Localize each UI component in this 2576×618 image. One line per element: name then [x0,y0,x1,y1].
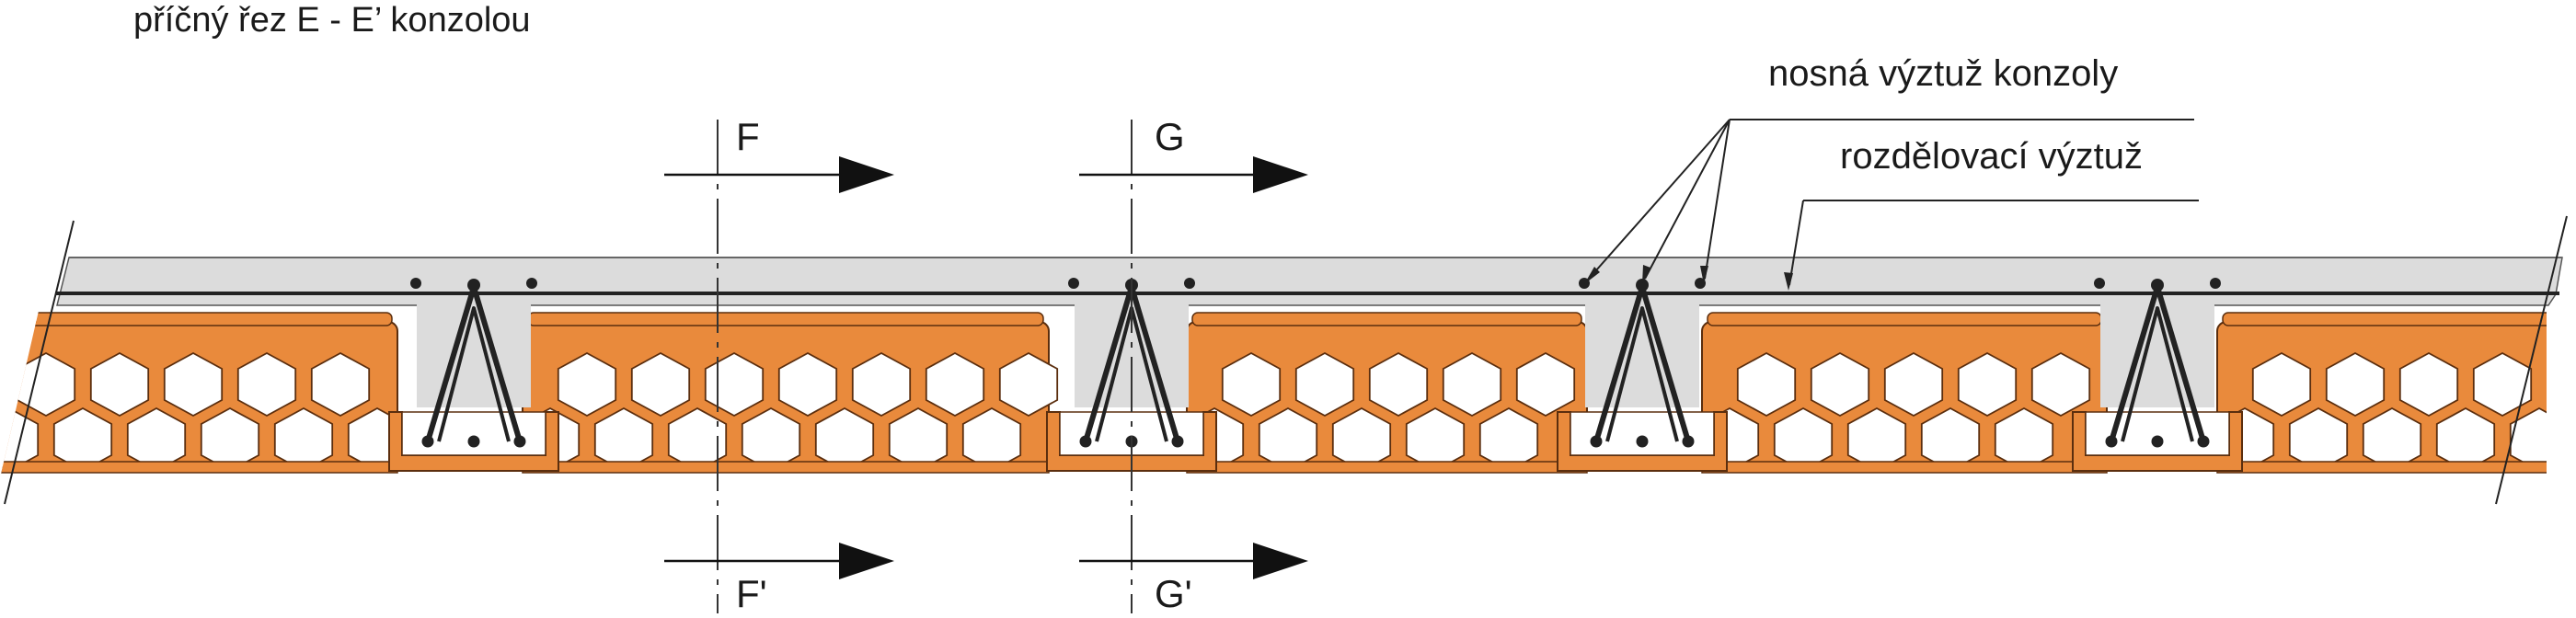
block-top-flange [1707,312,2102,326]
top-bar-side [2210,278,2221,289]
block-top-flange [0,312,393,326]
bottom-bar [1636,435,1649,448]
bottom-bar [2151,435,2164,448]
top-bar-side [1068,278,1079,289]
lattice-girder-inner [1605,306,1679,442]
rib-trough-fill [401,411,546,456]
block-base-strip [1186,461,1588,474]
annotation-main-reinforcement: nosná výztuž konzoly [1584,53,2194,284]
block-base-strip [522,461,1050,474]
top-bar-side [1695,278,1706,289]
section-label-f-bottom: F' [736,572,767,613]
leader-main-3 [1704,119,1731,280]
block-void [704,351,765,418]
block-void [163,351,224,418]
leader-arrowhead-1 [1584,267,1600,284]
concrete-ribs [388,278,2243,472]
rib-concrete-core [1585,299,1699,407]
block-base-strip [1701,461,2108,474]
top-bar-side [526,278,537,289]
break-line-right [2495,215,2568,505]
block-void [1736,351,1797,418]
leader-main-1 [1588,119,1731,280]
section-arrowhead-g-bottom [1253,543,1308,579]
block-void [777,351,838,418]
concrete-slab [56,257,2563,306]
leader-distribution [1788,200,1804,286]
section-marker-g: G G' [1079,115,1308,615]
block-void [1957,351,2018,418]
top-bar-side [1184,278,1195,289]
top-bar-side [410,278,421,289]
top-bar-main [1636,279,1649,292]
ceramic-blocks [0,312,2547,474]
rib-trough-fill [2085,411,2230,456]
break-line-left [4,220,75,505]
section-arrowhead-f-top [839,156,894,193]
annotation-distribution-reinforcement: rozdělovací výztuž [1784,136,2199,291]
block-top-flange [1191,312,1582,326]
section-arrowhead-f-bottom [839,543,894,579]
block-top-flange [2222,312,2547,326]
bottom-bar [421,435,434,448]
block-void [1294,351,1355,418]
block-void [851,351,912,418]
block-void [2251,351,2312,418]
block-void [998,351,1059,418]
block-void [925,351,985,418]
lattice-girder-inner [2121,306,2194,442]
bottom-bar [1590,435,1603,448]
bottom-bar [1079,435,1092,448]
block-void [557,351,617,418]
block-void [236,351,297,418]
block-top-flange [527,312,1044,326]
block-void [2325,351,2386,418]
top-bar-side [2094,278,2105,289]
rib-concrete-core [417,299,531,407]
block-void [2472,351,2533,418]
bottom-bar [2105,435,2118,448]
block-void [1442,351,1502,418]
bottom-bar [467,435,480,448]
leader-arrowhead-2 [1642,265,1650,284]
block-void [89,351,150,418]
label-main-reinforcement: nosná výztuž konzoly [1768,53,2118,94]
section-marker-f: F F' [664,115,894,615]
rib-trough-fill [1570,411,1715,456]
leader-arrowhead-3 [1700,266,1708,284]
block-void [1883,351,1944,418]
leader-arrowhead-distribution [1784,272,1793,291]
block-void [1515,351,1576,418]
top-bar-main [2151,279,2164,292]
section-label-f-top: F [736,115,760,158]
lattice-girder-inner [437,306,511,442]
block-void [2398,351,2459,418]
block-void [310,351,371,418]
section-label-g-bottom: G' [1155,572,1192,613]
drawing-title: příčný řez E - E’ konzolou [133,1,531,40]
block-void [1368,351,1429,418]
block-base-strip [2216,461,2547,474]
leader-main-2 [1644,119,1731,280]
block-void [1221,351,1282,418]
rib-concrete-core [2100,299,2214,407]
block-void [630,351,691,418]
block-base-strip [0,461,398,474]
bottom-bar [2197,435,2210,448]
top-bar-main [467,279,480,292]
block-void [2030,351,2091,418]
bottom-bar [1171,435,1184,448]
bottom-bar [1682,435,1695,448]
bottom-bar [513,435,526,448]
label-distribution-reinforcement: rozdělovací výztuž [1840,136,2143,177]
section-label-g-top: G [1155,115,1185,158]
section-arrowhead-g-top [1253,156,1308,193]
block-void [1810,351,1870,418]
